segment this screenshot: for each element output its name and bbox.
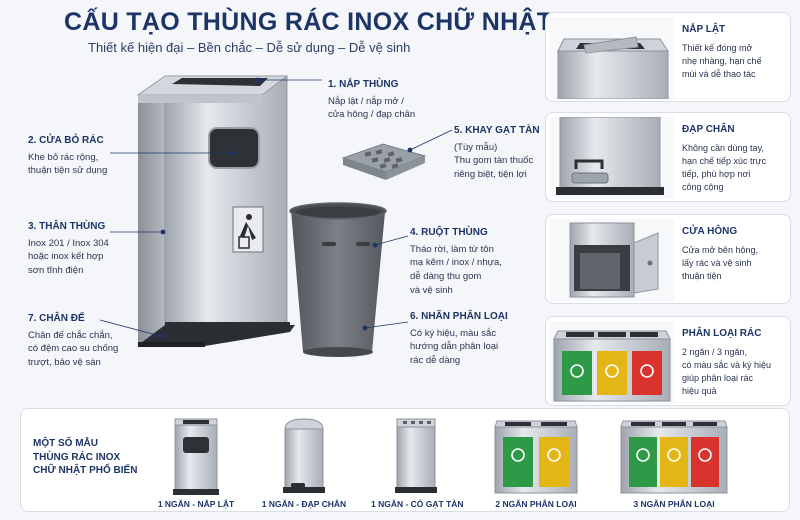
- bin-side-panel: [138, 76, 165, 345]
- flip-lid-image: [550, 17, 674, 99]
- page-subtitle: Thiết kế hiện đại – Bền chắc – Dễ sử dụn…: [88, 40, 411, 55]
- callout-line: thuận tiện sử dụng: [28, 165, 108, 177]
- callout-title: 3. THÂN THÙNG: [28, 221, 106, 232]
- callout-line: riêng biệt, tiện lợi: [454, 169, 527, 181]
- callout-line: (Tùy mẫu): [454, 141, 498, 153]
- panel-line: Cửa mở bên hông,: [682, 244, 758, 255]
- panel-line: công cộng: [682, 181, 724, 192]
- callout-label: 6. NHÃN PHÂN LOẠI Có ký hiệu, màu sắc hư…: [410, 310, 508, 368]
- callout-door: 2. CỬA BỎ RÁC Khe bỏ rác rộng, thuận tiệ…: [28, 134, 107, 178]
- trash-symbol-plate: [232, 206, 264, 253]
- panel-line: giúp phân loại rác: [682, 372, 754, 383]
- model-three-compartment: 3 NGĂN PHÂN LOẠI: [619, 415, 729, 509]
- model-flip-lid-image: [173, 418, 219, 495]
- callout-title: 1. NẮP THÙNG: [328, 79, 399, 90]
- callout-body: 3. THÂN THÙNG Inox 201 / Inox 304 hoặc i…: [28, 220, 109, 278]
- callout-line: và vệ sinh: [410, 284, 453, 296]
- side-door-image: [550, 219, 674, 301]
- model-label: 1 NGĂN - ĐẠP CHÂN: [261, 499, 347, 509]
- callout-title: 6. NHÃN PHÂN LOẠI: [410, 311, 508, 322]
- models-strip: MỘT SỐ MẪU THÙNG RÁC INOX CHỮ NHẬT PHỔ B…: [20, 408, 790, 512]
- callout-line: dễ dàng thu gom: [410, 271, 482, 283]
- model-flip-lid: 1 NGĂN - NẮP LẬT: [158, 415, 234, 509]
- main-bin-illustration: [99, 75, 453, 357]
- sorting-bin-image: [550, 321, 674, 403]
- callout-line: mạ kẽm / inox / nhựa,: [410, 257, 502, 269]
- callout-line: sơn tĩnh điện: [28, 265, 84, 277]
- callout-line: Chân đế chắc chắn,: [28, 329, 113, 341]
- panel-sorting: PHÂN LOẠI RÁC 2 ngăn / 3 ngăn, có màu sắ…: [545, 316, 791, 406]
- panel-side-door: CỬA HÔNG Cửa mở bên hông, lấy rác và vệ …: [545, 214, 791, 304]
- lid-opening: [172, 78, 268, 86]
- models-heading: MỘT SỐ MẪU THÙNG RÁC INOX CHỮ NHẬT PHỔ B…: [33, 437, 153, 478]
- panel-line: nhẹ nhàng, hạn chế: [682, 55, 762, 66]
- callout-line: Khe bỏ rác rộng,: [28, 151, 99, 163]
- panel-line: Thiết kế đóng mở: [682, 42, 753, 53]
- model-two-compartment-image: [494, 420, 578, 494]
- callout-line: rác dễ dàng: [410, 355, 461, 367]
- panel-line: Không cần dùng tay,: [682, 142, 764, 153]
- callout-line: Tháo rời, làm từ tôn: [410, 243, 494, 255]
- callout-line: Có ký hiệu, màu sắc: [410, 327, 497, 339]
- models-heading-line: THÙNG RÁC INOX: [33, 451, 121, 463]
- model-label: 1 NGĂN - NẮP LẬT: [157, 499, 235, 509]
- panel-flip-lid: NẮP LẬT Thiết kế đóng mở nhẹ nhàng, hạn …: [545, 12, 791, 102]
- panel-line: 2 ngăn / 3 ngăn,: [682, 346, 748, 357]
- callout-line: Nắp lật / nắp mở /: [328, 95, 404, 107]
- panel-line: mùi và dễ thao tác: [682, 68, 756, 79]
- bin-body: [164, 75, 288, 327]
- inner-bucket: [291, 210, 385, 352]
- callout-title: 2. CỬA BỎ RÁC: [28, 135, 104, 146]
- panel-line: hiệu quả: [682, 385, 717, 396]
- model-label: 1 NGĂN - CÓ GẠT TÀN: [371, 499, 464, 509]
- page-title: CẤU TẠO THÙNG RÁC INOX CHỮ NHẬT: [64, 8, 553, 36]
- callout-line: hướng dẫn phân loại: [410, 341, 499, 353]
- model-three-compartment-image: [620, 420, 728, 494]
- callout-line: Thu gom tàn thuốc: [454, 155, 534, 167]
- callout-lid: 1. NẮP THÙNG Nắp lật / nắp mở / cửa hông…: [328, 78, 415, 122]
- panel-line: có màu sắc và ký hiệu: [682, 359, 772, 370]
- callout-line: hoặc inox kết hợp: [28, 251, 104, 263]
- callout-line: Inox 201 / Inox 304: [28, 237, 109, 249]
- model-pedal-image: [283, 418, 325, 493]
- model-ashtray-image: [395, 418, 437, 493]
- panel-line: lấy rác và vệ sinh: [682, 257, 752, 268]
- callout-line: cửa hông / đạp chân: [328, 109, 416, 121]
- callout-line: trượt, bảo vệ sàn: [28, 357, 101, 369]
- callout-title: 7. CHÂN ĐẾ: [28, 313, 85, 324]
- panel-line: tiếp, phù hợp nơi: [682, 168, 751, 179]
- callout-base: 7. CHÂN ĐẾ Chân đế chắc chắn, có đệm cao…: [28, 312, 118, 370]
- callout-inner: 4. RUỘT THÙNG Tháo rời, làm từ tôn mạ kẽ…: [410, 226, 502, 298]
- model-label: 3 NGĂN PHÂN LOẠI: [633, 499, 715, 509]
- model-label: 2 NGĂN PHÂN LOẠI: [495, 499, 577, 509]
- panel-title: ĐẠP CHÂN: [682, 124, 735, 135]
- callout-title: 4. RUỘT THÙNG: [410, 227, 488, 238]
- panel-line: thuận tiện: [682, 270, 722, 281]
- models-heading-line: CHỮ NHẬT PHỔ BIẾN: [33, 465, 138, 476]
- panel-title: NẮP LẬT: [682, 24, 726, 35]
- disposal-opening: [208, 127, 260, 169]
- panel-line: hạn chế tiếp xúc trực: [682, 155, 767, 166]
- models-heading-line: MỘT SỐ MẪU: [33, 438, 98, 449]
- panel-title: CỬA HÔNG: [682, 226, 738, 237]
- callout-ashtray: 5. KHAY GẠT TÀN (Tùy mẫu) Thu gom tàn th…: [454, 124, 540, 182]
- callout-title: 5. KHAY GẠT TÀN: [454, 125, 540, 136]
- pedal-image: [550, 117, 674, 199]
- callout-line: có đệm cao su chống: [28, 343, 119, 355]
- panel-pedal: ĐẠP CHÂN Không cần dùng tay, hạn chế tiế…: [545, 112, 791, 202]
- panel-title: PHÂN LOẠI RÁC: [682, 328, 762, 339]
- model-two-compartment: 2 NGĂN PHÂN LOẠI: [493, 415, 579, 509]
- model-ashtray: 1 NGĂN - CÓ GẠT TÀN: [371, 415, 464, 509]
- model-pedal: 1 NGĂN - ĐẠP CHÂN: [262, 415, 346, 509]
- ashtray-tray: [341, 143, 427, 180]
- bin-base: [138, 325, 295, 347]
